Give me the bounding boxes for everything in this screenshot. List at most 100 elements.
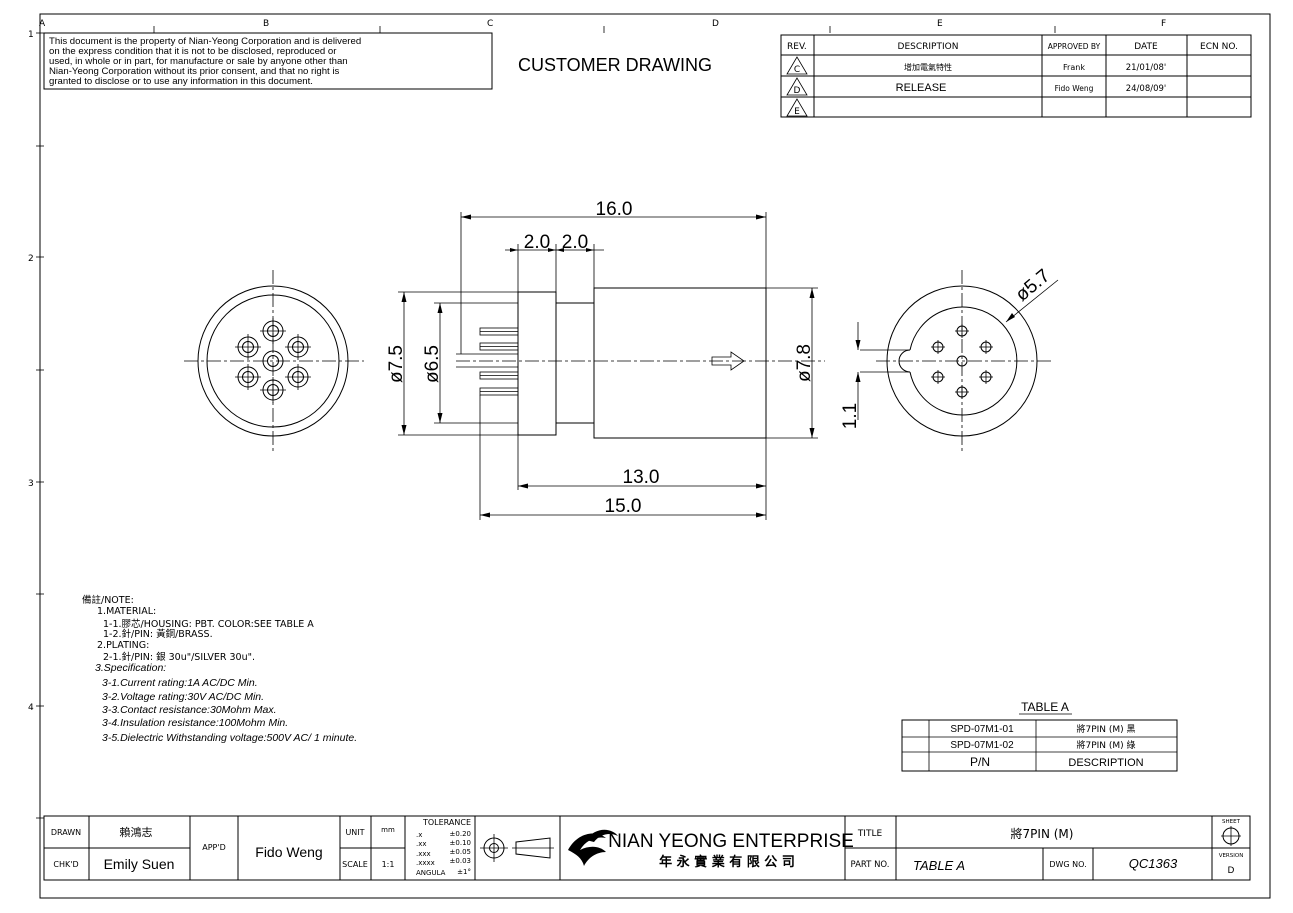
tolerance-key: .xxxx	[416, 859, 435, 867]
tolerance-key: .xx	[416, 840, 427, 848]
tolerance-key: .x	[416, 831, 422, 839]
zone-label-left: 2	[28, 254, 34, 264]
dim-label: ø7.8	[794, 344, 815, 382]
table-a: TABLE A SPD-07M1-01 將7PIN (M) 黑 SPD-07M1…	[901, 700, 1178, 772]
sheet-label: SHEET	[1222, 819, 1241, 825]
drawn-label: DRAWN	[51, 828, 81, 837]
tolerance-key: .xxx	[416, 850, 431, 858]
note-line: 3-5.Dielectric Withstanding voltage:500V…	[102, 732, 357, 744]
pin-socket-icon	[262, 350, 284, 372]
zone-label-top: E	[937, 19, 943, 29]
table-a-desc: 將7PIN (M) 綠	[1076, 739, 1135, 751]
rev-header: DESCRIPTION	[898, 42, 959, 52]
company-logo-icon	[568, 829, 618, 866]
table-a-title: TABLE A	[1021, 700, 1069, 714]
rear-view: ø5.7 1.1	[840, 265, 1059, 452]
pin-socket-icon	[260, 318, 286, 344]
pin-icon	[979, 340, 993, 354]
chkd-label: CHK'D	[53, 860, 78, 869]
table-a-footer: DESCRIPTION	[1068, 757, 1143, 769]
revision-triangle-icon	[786, 77, 808, 96]
table-a-pn: SPD-07M1-02	[950, 740, 1014, 751]
revision-table: REV. DESCRIPTION APPROVED BY DATE ECN NO…	[780, 34, 1252, 118]
tolerance-value: ±0.05	[450, 848, 471, 856]
rev-header: DATE	[1134, 42, 1158, 52]
dim-label: 15.0	[605, 496, 642, 517]
drawing-title: CUSTOMER DRAWING	[518, 55, 712, 75]
note-line: 2.PLATING:	[97, 640, 149, 651]
dim-label: 2.0	[524, 232, 550, 253]
disclaimer-line: used, in whole or in part, for manufactu…	[49, 56, 348, 67]
note-line: 2-1.針/PIN: 銀 30u"/SILVER 30u".	[103, 651, 255, 663]
front-view	[184, 270, 364, 452]
zone-label-top: F	[1161, 19, 1166, 29]
partno-label: PART NO.	[851, 860, 890, 870]
tolerance-value: ±0.20	[450, 830, 471, 838]
rev-date: 24/08/09'	[1126, 84, 1167, 94]
rev-letter: E	[794, 107, 800, 117]
rev-description: RELEASE	[896, 82, 947, 94]
note-line: 3-2.Voltage rating:30V AC/DC Min.	[102, 691, 264, 703]
zone-label-left: 4	[28, 703, 34, 713]
chkd-value: Emily Suen	[104, 856, 175, 872]
pin-icon	[479, 342, 519, 351]
disclaimer-line: on the express condition that it is not …	[49, 46, 337, 57]
note-line: 1-2.針/PIN: 黃銅/BRASS.	[103, 628, 213, 640]
rev-approved: Fido Weng	[1055, 84, 1094, 93]
dim-label: 16.0	[596, 199, 633, 220]
zone-label-top: D	[712, 19, 719, 29]
dwgno-value: QC1363	[1129, 856, 1178, 871]
dwgno-label: DWG NO.	[1049, 860, 1086, 869]
version-label: VERSION	[1219, 853, 1244, 859]
table-a-pn: SPD-07M1-01	[950, 724, 1014, 735]
unit-value: mm	[381, 826, 395, 834]
note-line: 1.MATERIAL:	[97, 606, 156, 617]
dim-label: 2.0	[562, 232, 588, 253]
table-a-footer: P/N	[970, 755, 990, 769]
pin-socket-icon	[285, 334, 311, 360]
title-value: 將7PIN (M)	[1011, 826, 1074, 841]
revision-triangle-icon	[786, 98, 808, 117]
rev-header: ECN NO.	[1200, 42, 1238, 52]
disclaimer-line: This document is the property of Nian-Ye…	[49, 36, 361, 47]
notes: 備註/NOTE: 1.MATERIAL: 1-1.膠芯/HOUSING: PBT…	[82, 594, 357, 744]
rev-header: APPROVED BY	[1048, 42, 1101, 51]
version-value: D	[1228, 866, 1235, 876]
note-line: 3-4.Insulation resistance:100Mohm Min.	[102, 717, 288, 729]
tolerance-value: ±0.03	[450, 857, 471, 865]
company-name-en: NIAN YEONG ENTERPRISE	[608, 831, 854, 852]
direction-arrow-icon	[711, 351, 745, 371]
company-name-zh: 年 永 實 業 有 限 公 司	[659, 854, 795, 870]
pin-icon	[931, 370, 945, 384]
pin-icon	[979, 370, 993, 384]
zone-label-top: C	[487, 19, 493, 29]
pin-socket-icon	[235, 334, 261, 360]
partno-value: TABLE A	[913, 858, 965, 873]
rev-letter: D	[794, 86, 801, 96]
dim-label: 13.0	[623, 467, 660, 488]
rev-description: 增加電氣特性	[904, 62, 952, 72]
revision-triangle-icon	[786, 56, 808, 75]
note-line: 1-1.膠芯/HOUSING: PBT. COLOR:SEE TABLE A	[103, 618, 314, 630]
projection-symbol-icon	[480, 834, 554, 862]
pin-socket-icon	[285, 364, 311, 390]
rev-letter: C	[794, 65, 800, 75]
drawn-value: 賴鴻志	[120, 825, 153, 839]
unit-label: UNIT	[345, 828, 364, 837]
pin-icon	[931, 340, 945, 354]
zone-markers: A B C D E F 1 2 3 4	[28, 14, 1166, 819]
zone-label-left: 3	[28, 479, 34, 489]
tolerance-value: ±0.10	[450, 839, 471, 847]
title-block: DRAWN 賴鴻志 CHK'D Emily Suen APP'D Fido We…	[43, 815, 1251, 881]
zone-label-top: B	[263, 19, 269, 29]
pin-icon	[955, 385, 969, 399]
pin-icon	[479, 371, 519, 380]
scale-value: 1:1	[382, 860, 395, 869]
tolerance-key: ANGULA	[416, 869, 446, 877]
appd-value: Fido Weng	[255, 844, 322, 860]
pin-socket-icon	[260, 377, 286, 403]
rev-date: 21/01/08'	[1126, 63, 1167, 73]
rev-header: REV.	[787, 42, 807, 52]
pin-icon	[479, 327, 519, 336]
